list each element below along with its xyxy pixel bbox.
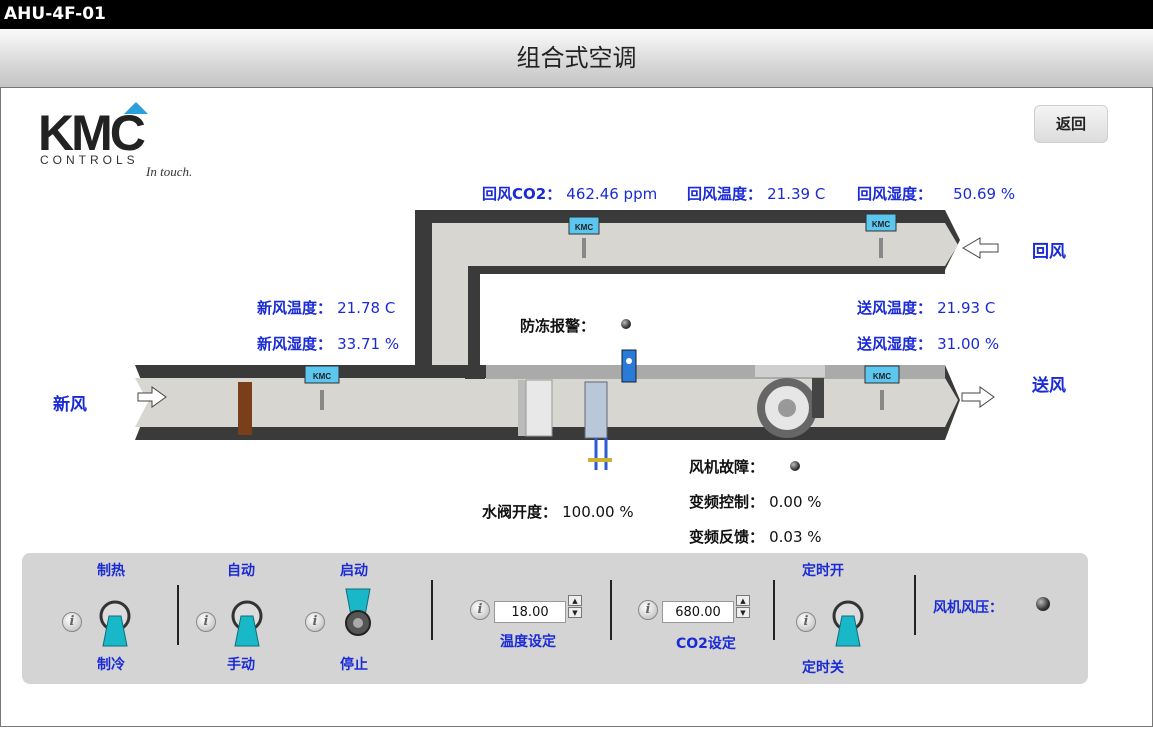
- svg-text:KMC: KMC: [313, 372, 331, 381]
- vfd-control-readout: 变频控制： 0.00 %: [689, 491, 822, 512]
- ahu-diagram: KMC KMC KMC KMC: [135, 210, 999, 470]
- supply-temp-label: 送风温度：: [857, 299, 933, 317]
- return-temp-readout: 回风温度： 21.39 C: [687, 183, 825, 204]
- supply-air-arrow-icon: [961, 386, 995, 408]
- vfd-feedback-value: 0.03 %: [769, 528, 822, 546]
- supply-hum-label: 送风湿度：: [857, 335, 933, 353]
- logo-text: KMC: [38, 105, 145, 161]
- logo-subtext: CONTROLS: [40, 153, 139, 167]
- return-temp-label: 回风温度：: [687, 185, 763, 203]
- return-hum-value: 50.69 %: [953, 185, 1016, 203]
- valve-label: 水阀开度：: [482, 503, 558, 521]
- return-co2-readout: 回风CO2： 462.46 ppm: [482, 183, 657, 204]
- svg-text:KMC: KMC: [872, 220, 890, 229]
- fresh-temp-label: 新风温度：: [257, 299, 333, 317]
- fresh-hum-value: 33.71 %: [337, 335, 400, 353]
- heat-cool-info-icon[interactable]: i: [62, 612, 82, 632]
- vfd-feedback-label: 变频反馈：: [689, 528, 765, 546]
- heat-cool-toggle[interactable]: [97, 598, 133, 650]
- temp-setpoint-label: 温度设定: [500, 634, 556, 650]
- valve-readout: 水阀开度： 100.00 %: [482, 501, 634, 522]
- auto-label: 自动: [227, 563, 255, 579]
- return-co2-label: 回风CO2：: [482, 185, 562, 203]
- window-title: AHU-4F-01: [0, 0, 1153, 29]
- cool-label: 制冷: [97, 657, 125, 673]
- timer-info-icon[interactable]: i: [796, 612, 816, 632]
- auto-manual-toggle[interactable]: [229, 598, 265, 650]
- freeze-alarm: 防冻报警：: [520, 315, 595, 336]
- svg-text:KMC: KMC: [575, 223, 593, 232]
- supply-air-label: 送风: [1032, 376, 1066, 396]
- supply-hum-value: 31.00 %: [937, 335, 1000, 353]
- start-label: 启动: [340, 563, 368, 579]
- logo-tagline: In touch.: [145, 164, 192, 179]
- vfd-feedback-readout: 变频反馈： 0.03 %: [689, 526, 822, 547]
- back-button[interactable]: 返回: [1034, 105, 1108, 143]
- return-co2-value: 462.46 ppm: [566, 185, 658, 203]
- return-co2-sensor: KMC: [568, 216, 600, 258]
- co2-setpoint-down-button[interactable]: ▼: [736, 607, 750, 618]
- supply-air-sensor: KMC: [864, 365, 900, 410]
- divider: [610, 580, 612, 640]
- vfd-control-label: 变频控制：: [689, 493, 765, 511]
- fan-fault-indicator: [790, 461, 800, 471]
- temp-setpoint-up-button[interactable]: ▲: [568, 595, 582, 606]
- temp-setpoint-input[interactable]: 18.00: [494, 601, 566, 623]
- valve-value: 100.00 %: [562, 503, 634, 521]
- supply-hum-readout: 送风湿度： 31.00 %: [857, 333, 999, 354]
- fresh-air-sensor: KMC: [304, 365, 340, 410]
- freeze-alarm-label: 防冻报警：: [520, 317, 596, 335]
- co2-setpoint-label: CO2设定: [676, 636, 736, 652]
- svg-text:KMC: KMC: [873, 372, 891, 381]
- divider: [773, 580, 775, 640]
- fan-fault: 风机故障：: [689, 456, 764, 477]
- return-hum-readout: 回风湿度： 50.69 %: [857, 183, 1015, 204]
- temp-setpoint-info-icon[interactable]: i: [470, 600, 490, 620]
- temp-setpoint-down-button[interactable]: ▼: [568, 607, 582, 618]
- divider: [177, 585, 179, 645]
- start-stop-toggle[interactable]: [340, 585, 376, 637]
- return-temp-value: 21.39 C: [767, 185, 826, 203]
- timer-off-label: 定时关: [802, 660, 844, 676]
- fan-pressure-label: 风机风压：: [933, 600, 1003, 616]
- return-humidity-sensor: KMC: [865, 213, 897, 258]
- kmc-logo-graphic: KMC CONTROLS In touch.: [38, 102, 192, 179]
- co2-setpoint-input[interactable]: 680.00: [662, 601, 734, 623]
- fan-pressure-indicator: [1036, 597, 1050, 611]
- freeze-alarm-indicator: [621, 319, 631, 329]
- return-air-label: 回风: [1032, 242, 1066, 262]
- return-air-arrow-icon: [962, 237, 999, 259]
- co2-setpoint-up-button[interactable]: ▲: [736, 595, 750, 606]
- supply-temp-value: 21.93 C: [937, 299, 996, 317]
- kmc-logo: KMC CONTROLS In touch.: [36, 100, 236, 180]
- divider: [431, 580, 433, 640]
- stop-label: 停止: [340, 657, 368, 673]
- divider: [914, 575, 916, 635]
- heat-label: 制热: [97, 563, 125, 579]
- timer-on-label: 定时开: [802, 563, 844, 579]
- start-stop-info-icon[interactable]: i: [305, 612, 325, 632]
- timer-toggle[interactable]: [830, 598, 866, 650]
- fan-fault-label: 风机故障：: [689, 458, 765, 476]
- fresh-temp-readout: 新风温度： 21.78 C: [257, 297, 395, 318]
- vfd-control-value: 0.00 %: [769, 493, 822, 511]
- co2-setpoint-info-icon[interactable]: i: [638, 600, 658, 620]
- supply-temp-readout: 送风温度： 21.93 C: [857, 297, 995, 318]
- return-hum-label: 回风湿度：: [857, 185, 933, 203]
- manual-label: 手动: [227, 657, 255, 673]
- fresh-air-label: 新风: [53, 395, 87, 415]
- fresh-temp-value: 21.78 C: [337, 299, 396, 317]
- auto-manual-info-icon[interactable]: i: [196, 612, 216, 632]
- fresh-hum-readout: 新风湿度： 33.71 %: [257, 333, 399, 354]
- page-title: 组合式空调: [0, 29, 1153, 88]
- fresh-hum-label: 新风湿度：: [257, 335, 333, 353]
- fresh-air-arrow-icon: [137, 386, 167, 408]
